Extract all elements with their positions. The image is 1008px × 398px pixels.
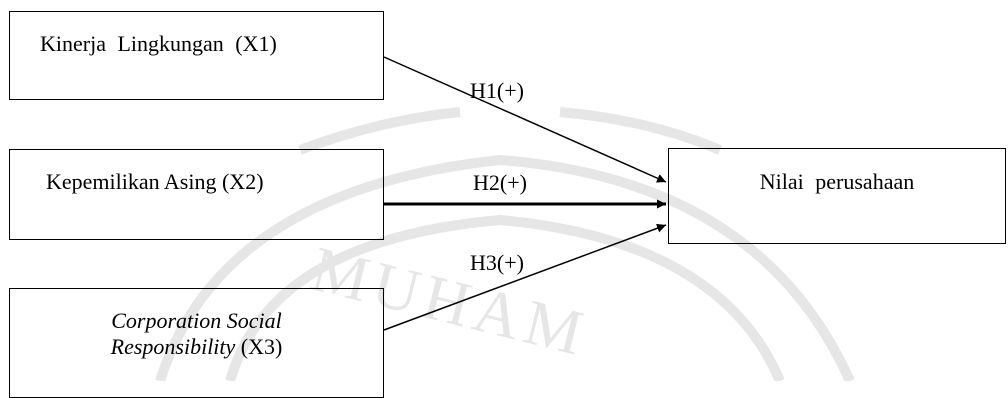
hypothesis-label-h2: H2(+) bbox=[473, 170, 527, 195]
arrow-h3 bbox=[383, 223, 667, 331]
box-x3-label-line2: Responsibility (X3) bbox=[10, 334, 383, 360]
box-x1-label: Kinerja Lingkungan (X1) bbox=[40, 31, 277, 56]
hypothesis-label-h3: H3(+) bbox=[470, 250, 524, 275]
box-x3-label-italic: Responsibility bbox=[110, 334, 236, 359]
watermark-seal: MUHAM bbox=[155, 107, 855, 381]
research-framework-diagram: MUHAM Kinerja Lingkungan (X1) Kepemilika… bbox=[9, 11, 1006, 398]
box-nilai-perusahaan: Nilai perusahaan bbox=[668, 148, 1006, 244]
hypothesis-label-h1: H1(+) bbox=[470, 78, 524, 103]
box-kinerja-lingkungan: Kinerja Lingkungan (X1) bbox=[9, 11, 384, 100]
arrow-h1 bbox=[383, 56, 667, 183]
arrow-layer bbox=[383, 56, 667, 331]
box-kepemilikan-asing: Kepemilikan Asing (X2) bbox=[9, 149, 384, 240]
box-x3-label-line1: Corporation Social bbox=[111, 308, 282, 333]
box-y-label: Nilai perusahaan bbox=[759, 169, 915, 194]
box-x2-label: Kepemilikan Asing (X2) bbox=[46, 169, 264, 194]
box-csr: Corporation Social Responsibility (X3) bbox=[9, 288, 384, 398]
box-x3-label-suffix: (X3) bbox=[235, 334, 283, 359]
